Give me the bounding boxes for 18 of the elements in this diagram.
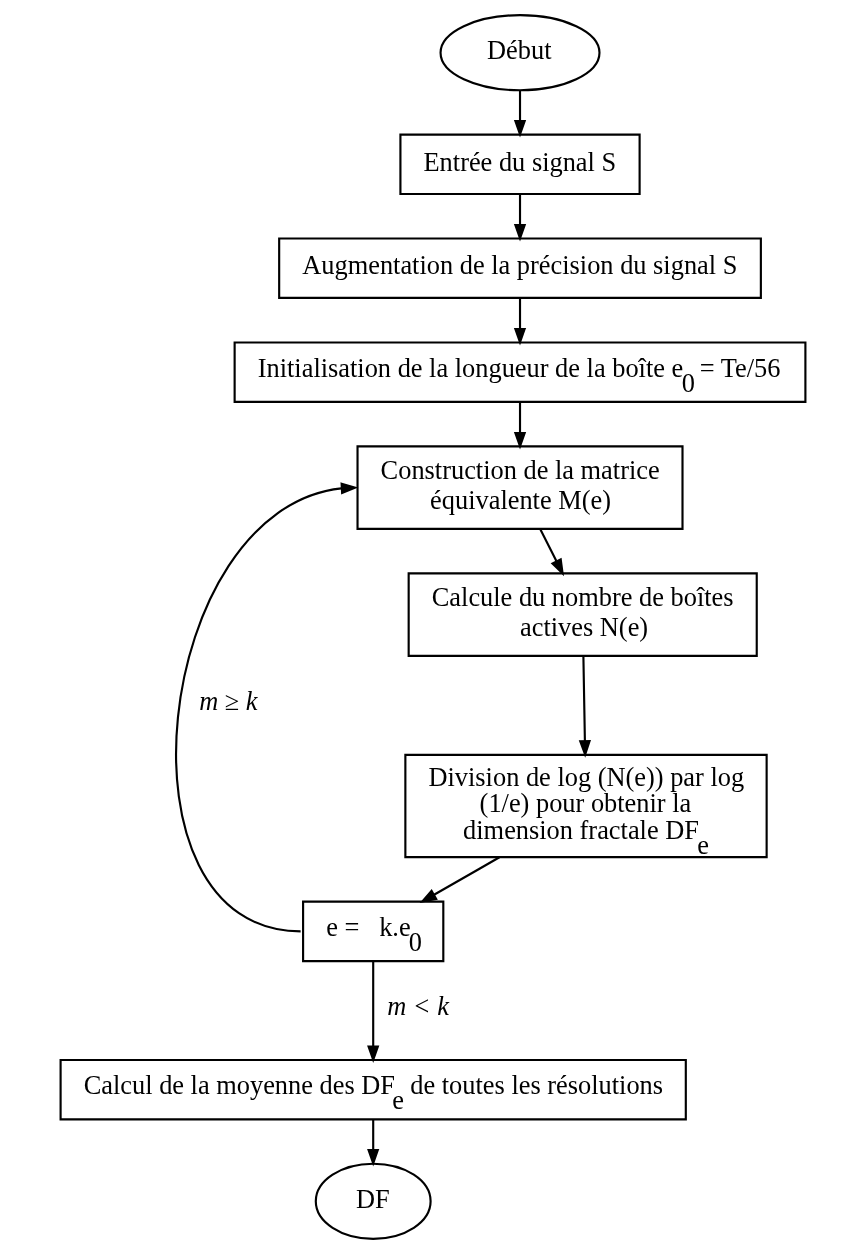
arrow [513,402,526,450]
node-box: Augmentation de la précision du signal S [277,237,762,299]
arrow [174,482,358,933]
arrow [366,961,379,1064]
arrow [513,90,526,138]
arrow [366,1119,379,1167]
node-ellipse: Début [439,14,601,92]
edge-label: m ≥ k [198,685,258,716]
node-box: Calcule du nombre de boîtes actives N(e) [407,572,758,657]
arrow [513,194,526,242]
node-box: Construction de la matrice équivalente M(e) [355,445,684,530]
arrow [538,528,564,577]
edge-label: m < k [386,991,449,1022]
node-ellipse: DF [314,1162,432,1240]
node-box: Entrée du signal S [398,133,641,196]
arrow [513,298,526,346]
arrow [419,856,500,904]
arrow [578,656,591,758]
